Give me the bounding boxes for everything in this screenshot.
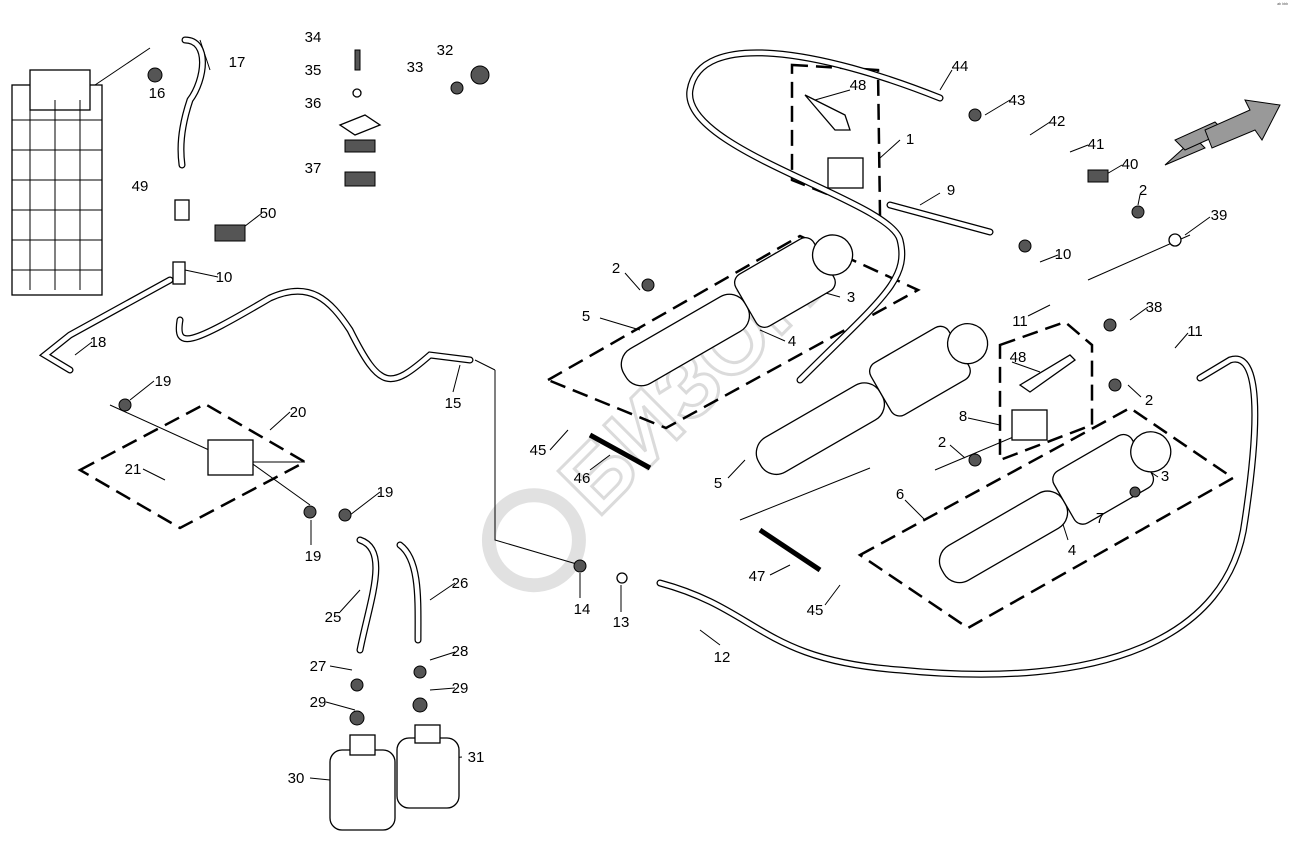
callout-29: 29 bbox=[452, 680, 469, 697]
callout-7: 7 bbox=[1096, 510, 1104, 527]
hydraulic-lines bbox=[38, 36, 1259, 678]
control-valve-block bbox=[11, 69, 103, 296]
callout-43: 43 bbox=[1009, 92, 1026, 109]
callout-45: 45 bbox=[530, 442, 547, 459]
callout-8: 8 bbox=[959, 408, 967, 425]
callout-20: 20 bbox=[290, 404, 307, 421]
callout-31: 31 bbox=[468, 749, 485, 766]
callout-18: 18 bbox=[90, 334, 107, 351]
callout-2: 2 bbox=[612, 260, 620, 277]
fittings bbox=[118, 49, 1182, 726]
callout-10: 10 bbox=[216, 269, 233, 286]
callout-15: 15 bbox=[445, 395, 462, 412]
callout-17: 17 bbox=[229, 54, 246, 71]
callout-29: 29 bbox=[310, 694, 327, 711]
callout-47: 47 bbox=[749, 568, 766, 585]
callout-19: 19 bbox=[155, 373, 172, 390]
callout-48: 48 bbox=[850, 77, 867, 94]
callout-49: 49 bbox=[132, 178, 149, 195]
callout-10: 10 bbox=[1055, 246, 1072, 263]
callout-37: 37 bbox=[305, 160, 322, 177]
callout-41: 41 bbox=[1088, 136, 1105, 153]
callout-45: 45 bbox=[807, 602, 824, 619]
callout-16: 16 bbox=[149, 85, 166, 102]
callout-42: 42 bbox=[1049, 113, 1066, 130]
callout-1: 1 bbox=[906, 131, 914, 148]
hydraulic-cylinders bbox=[329, 234, 1172, 831]
callout-21: 21 bbox=[125, 461, 142, 478]
callout-35: 35 bbox=[305, 62, 322, 79]
corner-code: ᵃᵇ ᵇᵇᵇ bbox=[1277, 2, 1288, 8]
callout-50: 50 bbox=[260, 205, 277, 222]
callout-39: 39 bbox=[1211, 207, 1228, 224]
callout-12: 12 bbox=[714, 649, 731, 666]
callout-2: 2 bbox=[1139, 182, 1147, 199]
callout-26: 26 bbox=[452, 575, 469, 592]
callout-5: 5 bbox=[582, 308, 590, 325]
callout-9: 9 bbox=[947, 182, 955, 199]
callout-5: 5 bbox=[714, 475, 722, 492]
callout-2: 2 bbox=[1145, 392, 1153, 409]
callout-32: 32 bbox=[437, 42, 454, 59]
callout-34: 34 bbox=[305, 29, 322, 46]
callout-4: 4 bbox=[788, 333, 796, 350]
callout-36: 36 bbox=[305, 95, 322, 112]
callout-labels: 3435363732331617495010181920211919252627… bbox=[90, 29, 1228, 787]
callout-13: 13 bbox=[613, 614, 630, 631]
callout-4: 4 bbox=[1068, 542, 1076, 559]
callout-30: 30 bbox=[288, 770, 305, 787]
callout-11: 11 bbox=[1012, 313, 1028, 330]
direction-arrow-icon bbox=[1164, 99, 1281, 166]
accumulator-30 bbox=[329, 749, 396, 831]
callout-2: 2 bbox=[938, 434, 946, 451]
callout-27: 27 bbox=[310, 658, 327, 675]
callout-14: 14 bbox=[574, 601, 591, 618]
callout-19: 19 bbox=[305, 548, 322, 565]
callout-48: 48 bbox=[1010, 349, 1027, 366]
callout-33: 33 bbox=[407, 59, 424, 76]
callout-19: 19 bbox=[377, 484, 394, 501]
callout-40: 40 bbox=[1122, 156, 1139, 173]
callout-11: 11 bbox=[1187, 323, 1203, 340]
callout-46: 46 bbox=[574, 470, 591, 487]
accumulator-31 bbox=[396, 737, 460, 809]
callout-44: 44 bbox=[952, 58, 969, 75]
callout-6: 6 bbox=[896, 486, 904, 503]
callout-3: 3 bbox=[1161, 468, 1169, 485]
callout-3: 3 bbox=[847, 289, 855, 306]
callout-28: 28 bbox=[452, 643, 469, 660]
callout-25: 25 bbox=[325, 609, 342, 626]
callout-38: 38 bbox=[1146, 299, 1163, 316]
